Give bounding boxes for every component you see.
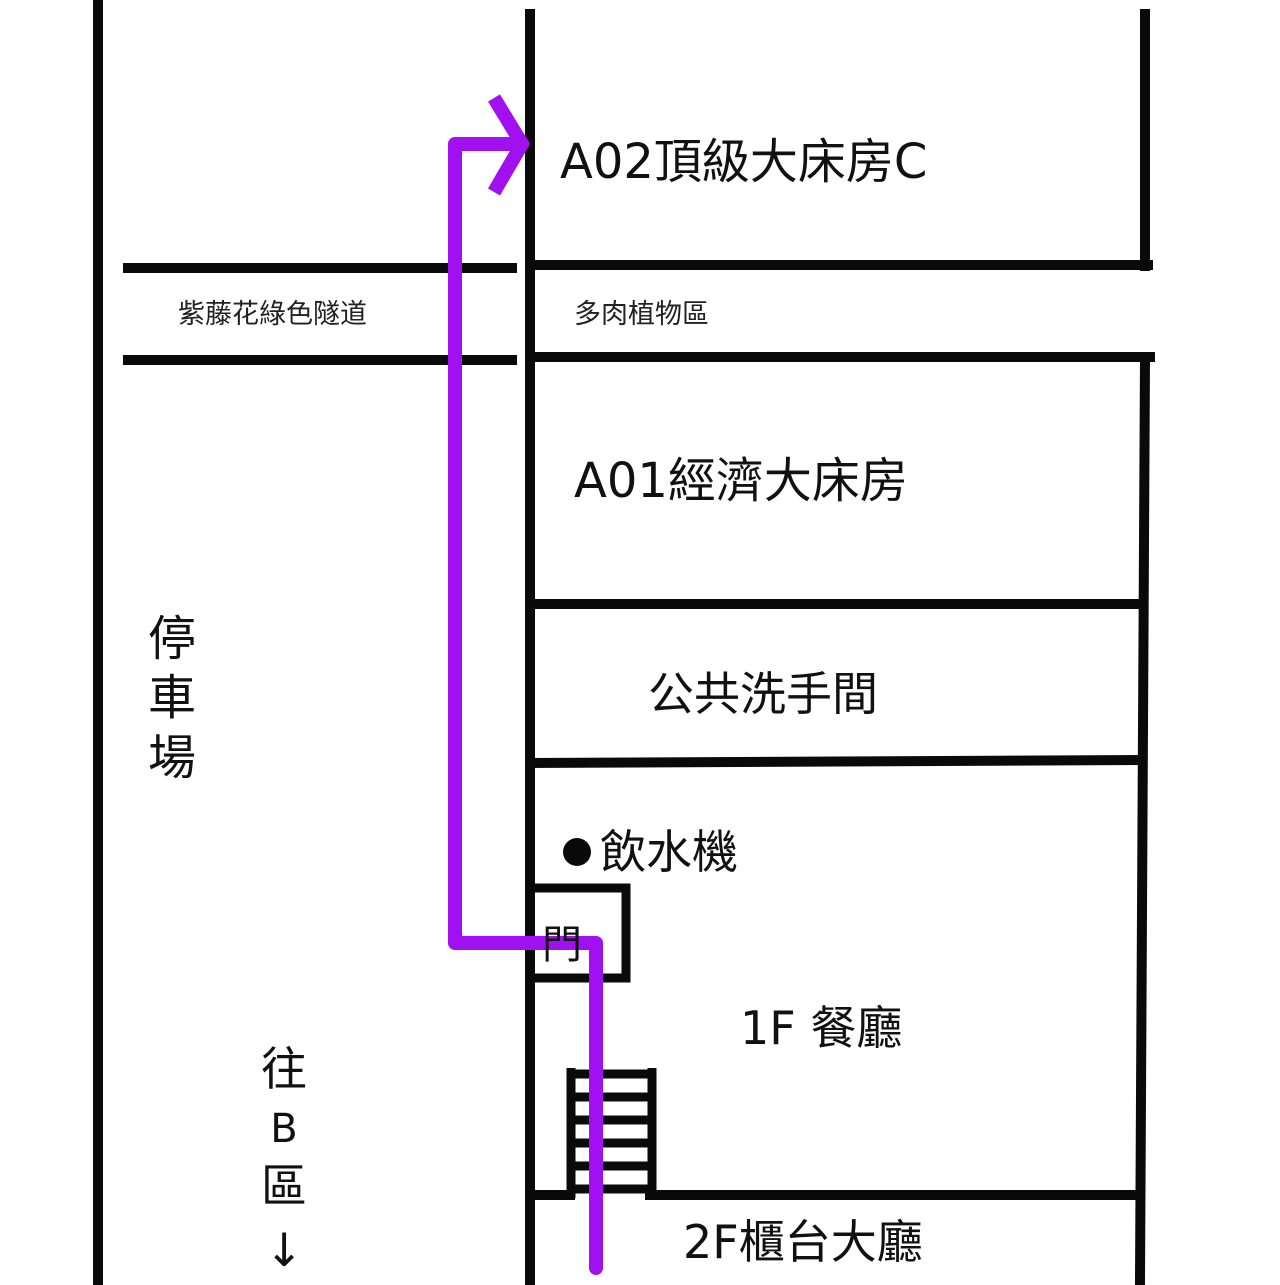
room-a01: A01經濟大床房	[574, 453, 908, 509]
svg-text:區: 區	[261, 1159, 307, 1213]
parking-label: 停 車 場	[148, 611, 196, 786]
restroom-bottom-wall	[524, 754, 1144, 769]
tunnel-label: 紫藤花綠色隧道	[178, 299, 367, 330]
route-arrow-head	[487, 94, 531, 196]
restaurant: 1F 餐廳	[740, 1001, 902, 1055]
svg-text:往: 往	[261, 1042, 307, 1096]
down-arrow-icon: ↓	[265, 1223, 304, 1277]
restroom: 公共洗手間	[648, 667, 878, 721]
stairs	[566, 1068, 657, 1198]
lobby: 2F櫃台大廳	[683, 1215, 923, 1269]
to-b-area-label: 往 B 區 ↓	[261, 1042, 307, 1277]
svg-text:B: B	[270, 1106, 297, 1152]
succulent-area: 多肉植物區	[574, 299, 709, 330]
door-label: 門	[542, 922, 582, 968]
room-a02: A02頂級大床房C	[560, 134, 927, 190]
door-frame	[530, 883, 631, 983]
water-dispenser-label: 飲水機	[600, 825, 738, 879]
route-path	[448, 94, 603, 1275]
svg-text:車: 車	[148, 670, 196, 726]
right-wall-bottom	[1134, 352, 1151, 1285]
svg-text:停: 停	[148, 611, 196, 667]
walls	[93, 0, 1155, 1285]
svg-text:場: 場	[148, 730, 196, 786]
water-dispenser-dot	[563, 838, 591, 866]
